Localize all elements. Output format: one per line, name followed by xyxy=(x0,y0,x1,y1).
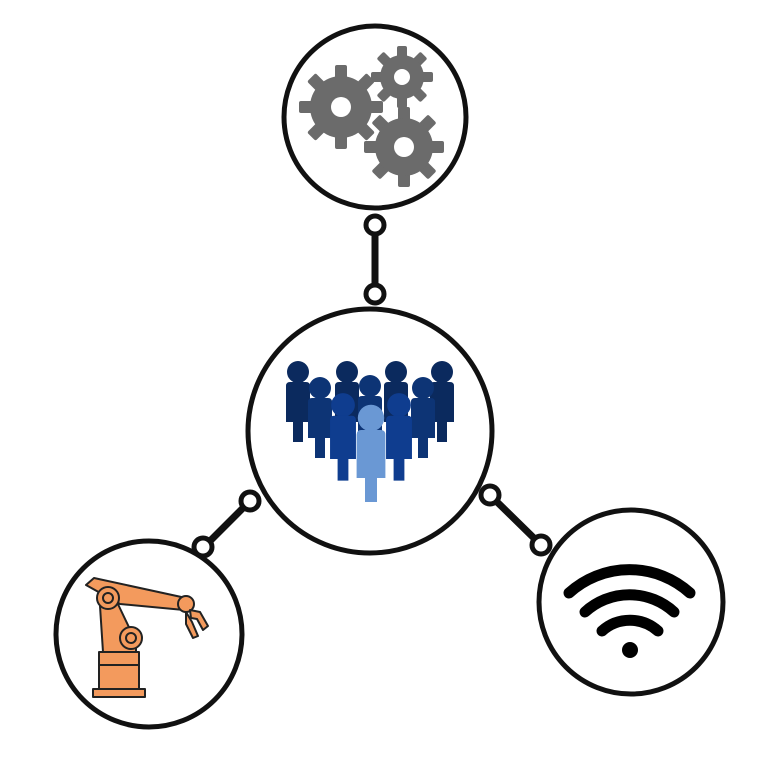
connector-dot xyxy=(238,489,262,513)
connector-dot xyxy=(363,213,387,237)
robotic-arm-icon xyxy=(85,577,209,698)
wifi-arc-outer xyxy=(563,564,696,599)
robot-gripper-lower xyxy=(185,611,199,639)
gear-large-icon xyxy=(299,65,383,149)
connector-bottom-left xyxy=(191,489,262,559)
gear-medium-icon xyxy=(364,107,444,187)
robot-base xyxy=(98,664,140,690)
connector-top xyxy=(363,213,387,306)
robot-base-top xyxy=(98,651,140,666)
robot-base-plate xyxy=(92,688,146,698)
robot-gripper-upper xyxy=(189,609,209,631)
wifi-dot xyxy=(622,642,638,658)
wifi-icon xyxy=(563,564,696,658)
connector-dot xyxy=(529,533,553,557)
wifi-arc-inner xyxy=(596,614,664,637)
gears-icon xyxy=(299,46,444,187)
node-top-circle xyxy=(281,23,469,211)
connector-dot xyxy=(478,483,502,507)
connector-dot xyxy=(363,282,387,306)
node-bottom-right-circle xyxy=(536,507,726,697)
connector-line xyxy=(202,499,252,549)
node-bottom-left-circle xyxy=(53,538,245,730)
connector-bottom-right xyxy=(478,483,553,557)
wifi-arc-middle xyxy=(579,589,680,618)
robot-shoulder-pin xyxy=(102,592,114,604)
connector-line xyxy=(488,493,543,547)
gear-small-icon xyxy=(371,46,433,108)
robot-elbow-pin xyxy=(125,632,137,644)
